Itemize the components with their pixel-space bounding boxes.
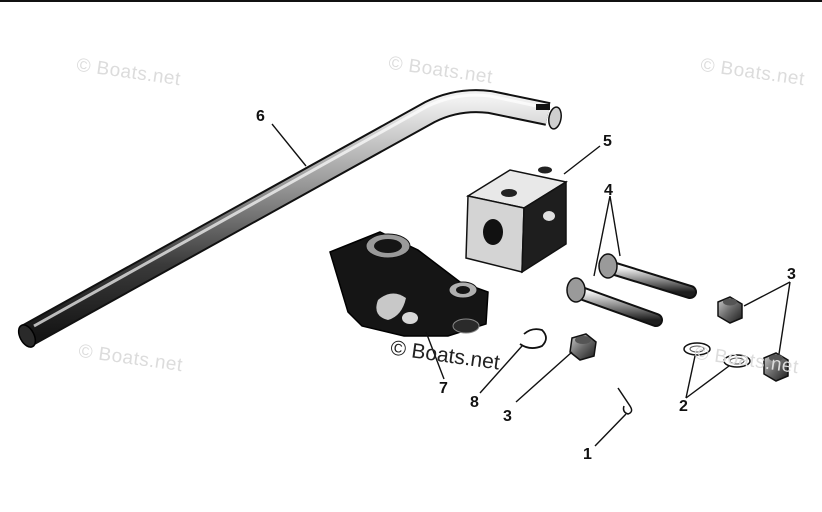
part-3-nut-middle [569,333,597,361]
callout-1: 1 [583,446,592,463]
part-4-bolt-upper [598,253,697,299]
callout-7: 7 [439,380,448,397]
part-2-washer-a [683,342,711,356]
callout-6: 6 [256,108,265,125]
leader-3-lower [778,281,791,355]
part-7-bracket [329,231,489,337]
leader-8 [479,345,523,394]
callout-4: 4 [604,182,613,199]
callout-3-right: 3 [787,266,796,283]
callout-3-middle: 3 [503,408,512,425]
part-5-block [465,166,568,274]
leader-4b [609,195,621,257]
leader-2a [685,355,696,399]
leader-5 [563,145,601,175]
leader-3-middle [515,351,573,403]
callout-2: 2 [679,398,688,415]
leader-lines [271,123,791,447]
leader-3-upper [743,281,791,307]
callout-5: 5 [603,133,612,150]
part-6-rod [17,89,562,348]
rod-end-left [17,324,37,348]
part-3-nut-lower [763,352,789,382]
part-8-snap-ring [519,328,547,349]
callout-8: 8 [470,394,479,411]
part-1-cotter-pin [617,387,633,415]
part-3-nut-upper [717,296,743,324]
rod-end-right [548,106,562,130]
leader-2b [685,365,730,399]
leader-7 [425,331,445,380]
leader-6 [271,123,307,167]
leader-1 [594,413,627,447]
part-4-bolt-lower [566,277,663,327]
leader-4a [593,195,611,277]
part-2-washer-b [723,354,751,368]
